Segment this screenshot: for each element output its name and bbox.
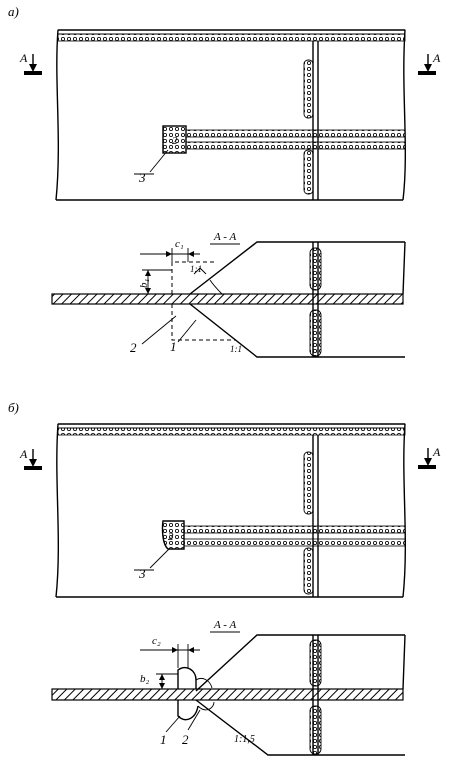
section-arrow-right: A: [418, 51, 441, 75]
vertical-weld-lower-b: [303, 547, 314, 595]
leader-2-b: [187, 709, 201, 731]
ratio-bottom: 1:1: [230, 344, 242, 354]
upper-flange: [189, 241, 406, 295]
section-arrow-right-b: A: [418, 445, 441, 469]
part-3-label-b: 3: [138, 566, 146, 581]
plate-outline-b: [55, 423, 407, 598]
figure-a-section: A - A c₁ b₁ 2 1: [51, 231, 406, 358]
run-off-tab: [162, 125, 187, 154]
vertical-weld-upper-b: [303, 451, 314, 515]
run-off-tab-inset-label: 2: [172, 135, 178, 147]
plate-outline: [55, 29, 407, 201]
horizontal-seam-lower: [185, 141, 406, 150]
section-arrow-left: A: [19, 51, 42, 75]
figure-a-plan-view: а) 2 3 A A: [8, 4, 441, 201]
svg-text:A: A: [19, 51, 28, 65]
upper-flange-b: [195, 634, 406, 692]
part-2-label: 2: [130, 340, 137, 355]
leader-1: [177, 319, 197, 343]
section-weld-upper-b: [309, 639, 322, 687]
vertical-weld-upper: [303, 59, 314, 119]
svg-text:A: A: [432, 51, 441, 65]
figure-a-tag: а): [8, 4, 19, 19]
dim-c1: c₁: [175, 238, 184, 250]
lower-flange-b: [195, 699, 405, 756]
lower-flange: [189, 303, 405, 358]
runoff-dashed-lower: [171, 304, 236, 341]
svg-text:A: A: [432, 445, 441, 459]
leader-2: [141, 315, 177, 345]
part-1-label: 1: [170, 339, 177, 354]
figure-b-plan-view: б) 2 3 A A: [8, 400, 441, 598]
vertical-weld-lower: [303, 149, 314, 195]
leader-1-b: [165, 715, 181, 733]
part-3-label: 3: [138, 170, 146, 185]
ratio-top: 1:1: [190, 264, 202, 274]
section-weld-lower: [309, 309, 322, 357]
part-1-label-b: 1: [160, 732, 167, 747]
run-off-tab-b-inset-label: 2: [168, 531, 174, 543]
section-weld-upper: [309, 247, 322, 291]
hatched-plate-b: [51, 688, 404, 701]
dim-b1: b₁: [138, 279, 150, 289]
section-weld-lower-b: [309, 705, 322, 755]
leader-3: [149, 149, 169, 173]
dim-c2: c₂: [152, 635, 161, 647]
hatched-plate: [51, 293, 404, 305]
section-b-title: A - A: [213, 619, 236, 631]
figure-b-section: A - A c₂ b₂ 1 2 1:1,5: [51, 619, 406, 756]
svg-text:A: A: [19, 447, 28, 461]
horizontal-seam-lower-b: [183, 538, 406, 547]
horizontal-seam-upper-b: [183, 525, 406, 534]
dim-b2: b₂: [140, 673, 150, 685]
part-2-label-b: 2: [182, 732, 189, 747]
run-off-tab-b: [161, 520, 185, 550]
section-arrow-left-b: A: [19, 447, 42, 470]
runoff-upper-b: [177, 666, 197, 689]
section-a-title: A - A: [213, 231, 236, 243]
top-weld-seam-b: [57, 427, 406, 436]
top-weld-seam: [57, 33, 406, 42]
ratio-b: 1:1,5: [234, 734, 255, 745]
horizontal-seam-upper: [185, 129, 406, 138]
runoff-lower-b: [177, 700, 199, 721]
figure-b-tag: б): [8, 400, 19, 415]
